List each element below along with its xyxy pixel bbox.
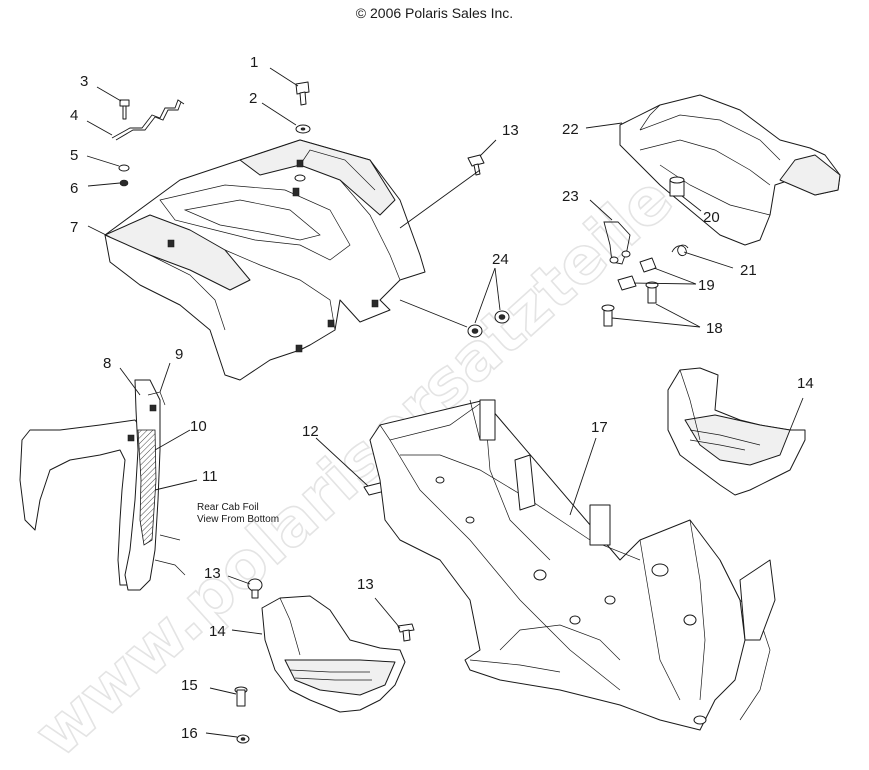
copyright-notice: © 2006 Polaris Sales Inc. bbox=[355, 5, 514, 21]
push-rivet-13-bottom bbox=[397, 623, 415, 642]
footwell-14-left bbox=[261, 595, 406, 713]
nut-6 bbox=[119, 179, 129, 187]
callout-1: 1 bbox=[250, 54, 258, 71]
callout-7: 7 bbox=[70, 219, 78, 236]
screw-3 bbox=[119, 99, 130, 120]
callout-14-right: 14 bbox=[797, 375, 814, 392]
callout-2: 2 bbox=[249, 90, 257, 107]
view-note: Rear Cab Foil View From Bottom bbox=[197, 502, 279, 525]
callout-19: 19 bbox=[698, 277, 715, 294]
callout-4: 4 bbox=[70, 107, 78, 124]
footwell-14-right bbox=[667, 367, 806, 496]
rear-cab-foil-view bbox=[19, 379, 186, 591]
callout-14-left: 14 bbox=[209, 623, 226, 640]
bolt-1 bbox=[295, 81, 310, 106]
leader-lines bbox=[86, 67, 804, 738]
latch-23 bbox=[603, 221, 631, 265]
callout-11: 11 bbox=[202, 468, 218, 485]
nut-16 bbox=[236, 734, 250, 744]
push-rivet-13-left bbox=[247, 578, 263, 599]
callout-22: 22 bbox=[562, 121, 579, 138]
callout-labels: 1 2 3 4 5 6 7 8 9 10 11 12 13 13 13 14 1… bbox=[70, 54, 814, 742]
washer-2 bbox=[295, 124, 311, 134]
callout-9: 9 bbox=[175, 346, 183, 363]
callout-18: 18 bbox=[706, 320, 723, 337]
callout-21: 21 bbox=[740, 262, 757, 279]
rear-cab-body bbox=[104, 139, 426, 381]
frame-17 bbox=[369, 399, 776, 731]
callout-12: 12 bbox=[302, 423, 319, 440]
callout-24: 24 bbox=[492, 251, 509, 268]
callout-6: 6 bbox=[70, 180, 78, 197]
callout-13-left: 13 bbox=[204, 565, 221, 582]
pins-18 bbox=[601, 281, 659, 327]
grommets-24 bbox=[467, 310, 510, 338]
callout-8: 8 bbox=[103, 355, 111, 372]
view-note-line-1: Rear Cab Foil bbox=[197, 502, 259, 513]
view-note-line-2: View From Bottom bbox=[197, 514, 279, 525]
callout-13-bottom: 13 bbox=[357, 576, 374, 593]
bracket-19 bbox=[617, 257, 657, 291]
seat-22 bbox=[619, 94, 841, 246]
washer-5 bbox=[118, 164, 130, 172]
callout-16: 16 bbox=[181, 725, 198, 742]
bumper-20 bbox=[669, 176, 685, 197]
callout-3: 3 bbox=[80, 73, 88, 90]
callout-15: 15 bbox=[181, 677, 198, 694]
callout-20: 20 bbox=[703, 209, 720, 226]
callout-10: 10 bbox=[190, 418, 207, 435]
pin-15 bbox=[234, 686, 248, 707]
callout-5: 5 bbox=[70, 147, 78, 164]
callout-17: 17 bbox=[591, 419, 608, 436]
spring-21 bbox=[671, 244, 689, 257]
rod-4 bbox=[111, 99, 185, 141]
push-rivet-13-top bbox=[467, 154, 485, 176]
callout-13-top: 13 bbox=[502, 122, 519, 139]
callout-23: 23 bbox=[562, 188, 579, 205]
